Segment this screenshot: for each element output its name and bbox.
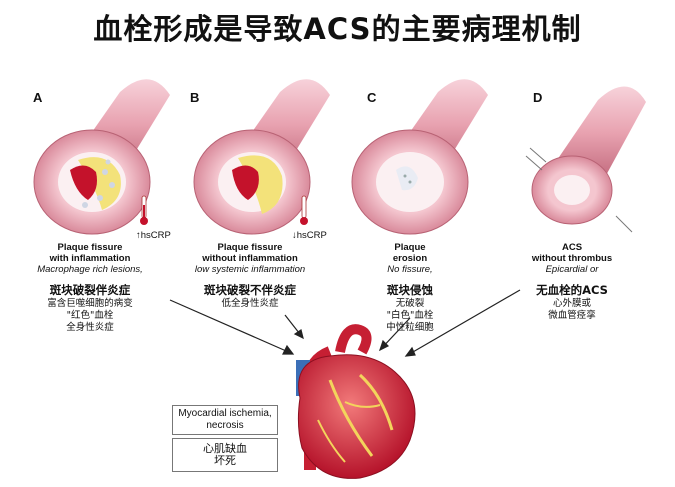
panel-b-cn-title: 斑块破裂不伴炎症 <box>204 283 296 297</box>
panel-b-cn-line: 低全身性炎症 <box>221 298 279 309</box>
panel-a-cn-line: "红色"血栓 <box>66 310 114 321</box>
panel-d-en-sub: Epicardial or <box>545 264 599 275</box>
panel-b-letter: B <box>190 90 200 105</box>
panel-a-letter: A <box>33 90 43 105</box>
panel-c-cn-line: 中性粒细胞 <box>386 322 434 333</box>
panel-d-cn-title: 无血栓的ACS <box>536 283 608 297</box>
outcome-cn-text: 心肌缺血 坏死 <box>203 442 247 467</box>
panel-b-caption-en: Plaque fissure without inflammation low … <box>175 242 325 275</box>
panel-b-caption-cn: 斑块破裂不伴炎症 低全身性炎症 <box>175 283 325 310</box>
panel-a-en-title: Plaque fissure with inflammation <box>49 242 131 264</box>
panel-a-en-sub: Macrophage rich lesions, <box>37 264 143 275</box>
arrows <box>169 289 521 357</box>
panel-b-en-title: Plaque fissure without inflammation <box>202 242 298 264</box>
heart-illustration <box>296 324 416 479</box>
vessel-a <box>33 79 170 235</box>
outcome-box-en: Myocardial ischemia, necrosis <box>172 405 278 435</box>
panel-d-en-title: ACS without thrombus <box>531 242 613 264</box>
panel-d-caption-en: ACS without thrombus Epicardial or <box>497 242 647 275</box>
panel-c-caption-en: Plaque erosion No fissure, <box>335 242 485 275</box>
vessel-c <box>351 79 488 235</box>
panel-c-cn-line: "白色"血栓 <box>386 310 434 321</box>
panel-d-letter: D <box>533 90 543 105</box>
panel-a-cn-line: 富含巨噬细胞的病变 <box>47 298 133 309</box>
panel-a-caption-en: Plaque fissure with inflammation Macroph… <box>15 242 165 275</box>
panel-a-caption-cn: 斑块破裂伴炎症 富含巨噬细胞的病变 "红色"血栓 全身性炎症 <box>15 283 165 334</box>
panel-c-letter: C <box>367 90 377 105</box>
hscrp-low-label: ↓hsCRP <box>292 230 327 241</box>
panel-c-en-title: Plaque erosion <box>392 242 428 264</box>
panel-c-cn-line: 无破裂 <box>395 298 425 309</box>
outcome-en-text: Myocardial ischemia, necrosis <box>178 408 272 431</box>
panel-c-caption-cn: 斑块侵蚀 无破裂 "白色"血栓 中性粒细胞 <box>335 283 485 334</box>
panel-a-cn-title: 斑块破裂伴炎症 <box>49 283 131 297</box>
vessel-b <box>193 79 330 235</box>
panel-d-caption-cn: 无血栓的ACS 心外膜或 微血管痉挛 <box>497 283 647 322</box>
panel-a-cn-line: 全身性炎症 <box>66 322 114 333</box>
hscrp-high-label: ↑hsCRP <box>136 230 171 241</box>
panel-c-cn-title: 斑块侵蚀 <box>387 283 433 297</box>
panel-c-en-sub: No fissure, <box>387 264 433 275</box>
panel-d-cn-line: 微血管痉挛 <box>548 310 596 321</box>
vessel-d <box>525 86 646 233</box>
page-title: 血栓形成是导致ACS的主要病理机制 <box>93 12 582 46</box>
panel-d-cn-line: 心外膜或 <box>552 298 591 309</box>
outcome-box-cn: 心肌缺血 坏死 <box>172 438 278 472</box>
panel-b-en-sub: low systemic inflammation <box>194 264 306 275</box>
